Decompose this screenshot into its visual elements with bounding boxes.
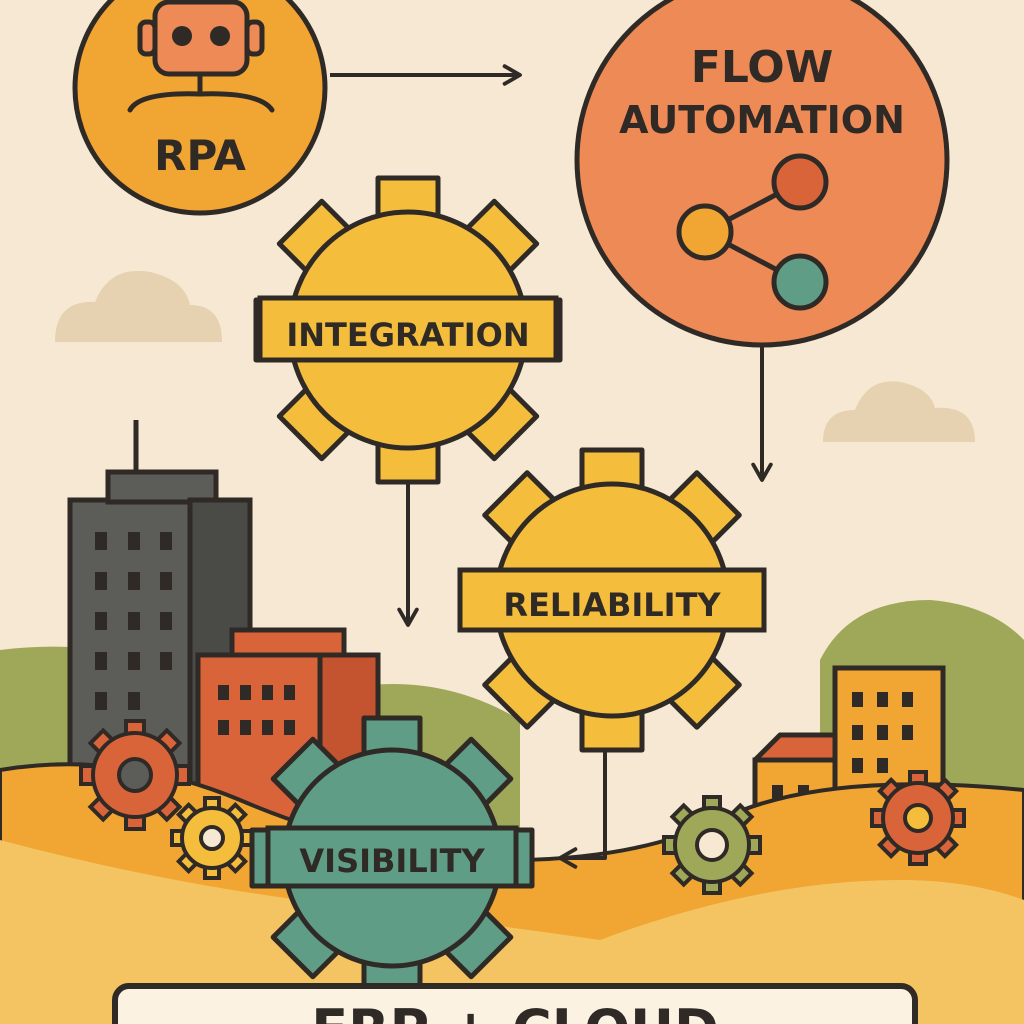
node-visibility: VISIBILITY [249, 715, 535, 1001]
share-network-icon [676, 153, 829, 311]
node-rpa: RPA [72, 0, 328, 216]
gear-icon [79, 719, 191, 831]
footer-banner-text: ERP + CLOUD [311, 998, 719, 1024]
gear-icon [662, 795, 762, 895]
gear-icon [870, 770, 966, 866]
integration-label: INTEGRATION [286, 316, 529, 354]
hill [0, 840, 1024, 1024]
automation-label: AUTOMATION [619, 98, 905, 142]
flow-label: FLOW [691, 42, 833, 93]
visibility-label: VISIBILITY [299, 842, 485, 880]
node-reliability: RELIABILITY [457, 447, 767, 753]
cloud-icon [55, 270, 222, 342]
arrow-reliability-to-visibility [558, 745, 607, 869]
rpa-label: RPA [154, 131, 246, 180]
reliability-label: RELIABILITY [503, 586, 721, 624]
footer-banner: ERP + CLOUD [112, 983, 918, 1024]
gear-icon [170, 796, 254, 880]
node-integration: INTEGRATION [253, 175, 563, 485]
cloud-icon [823, 381, 975, 442]
node-flow-automation: FLOW AUTOMATION [574, 0, 950, 348]
robot-icon [127, 0, 275, 113]
